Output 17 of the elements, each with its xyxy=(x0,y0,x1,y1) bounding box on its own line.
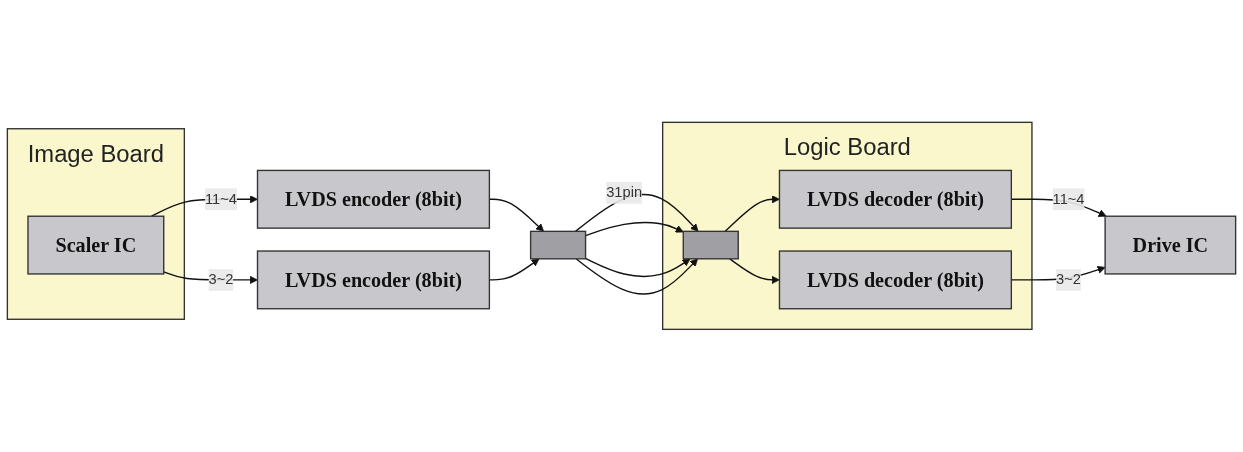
node-box: LVDS encoder (8bit) xyxy=(256,169,491,229)
arrow xyxy=(575,258,698,295)
edge-label: 11~4 xyxy=(1052,191,1085,207)
node-box: Drive IC xyxy=(1104,215,1237,275)
edge-label: 3~2 xyxy=(208,271,234,288)
node-bar xyxy=(682,230,739,260)
edge-label: 3~2 xyxy=(1056,271,1081,288)
edge-label: 11~4 xyxy=(204,191,237,207)
node-box: Scaler IC xyxy=(27,215,165,275)
arrow xyxy=(729,258,780,285)
edge-label: 31pin xyxy=(606,184,643,201)
node-box: LVDS decoder (8bit) xyxy=(778,169,1013,229)
arrow xyxy=(724,195,780,233)
arrow xyxy=(584,257,691,278)
node-box: LVDS encoder (8bit) xyxy=(256,250,491,310)
node-box: LVDS decoder (8bit) xyxy=(778,250,1013,310)
node-bar xyxy=(529,230,587,260)
